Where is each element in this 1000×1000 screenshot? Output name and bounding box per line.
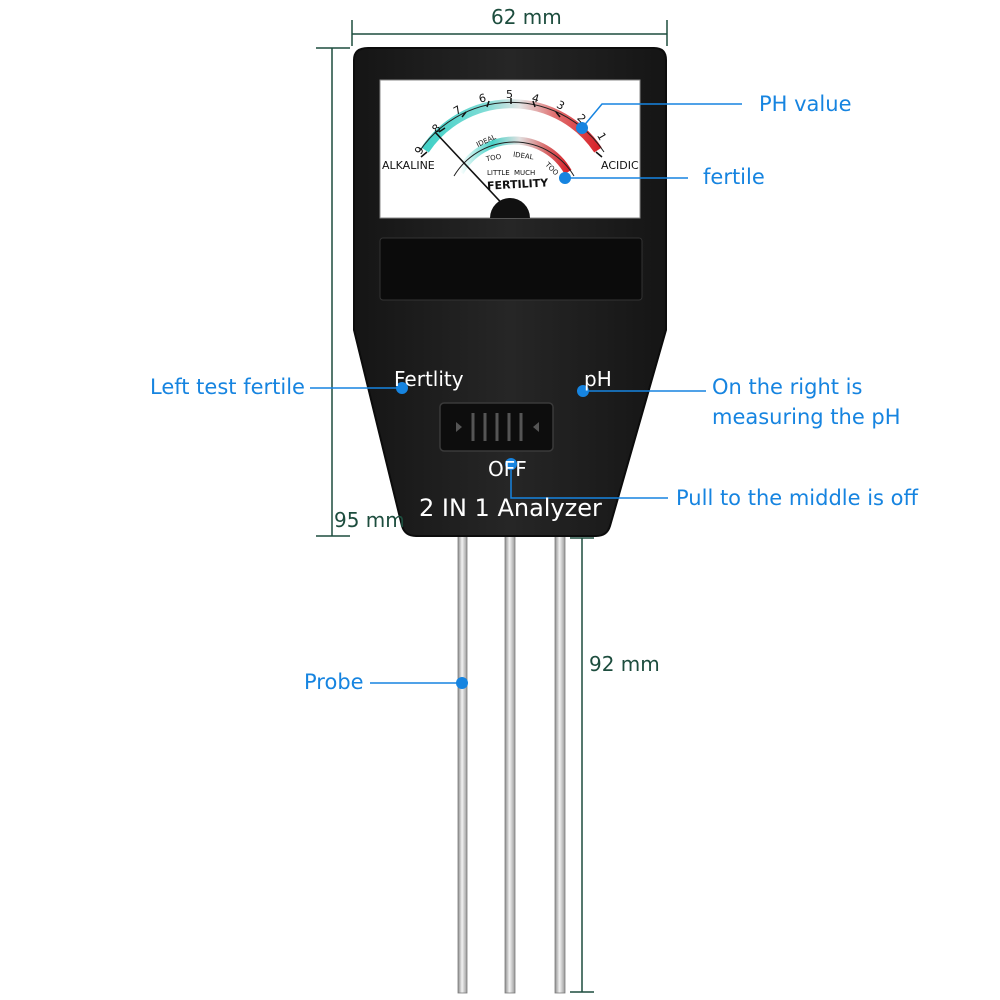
probe-right (554, 532, 566, 994)
callout-ph-value: PH value (759, 92, 852, 116)
probe-length-label: 92 mm (589, 652, 660, 676)
alkaline-label: ALKALINE (382, 159, 435, 172)
needle-pivot (490, 198, 530, 218)
ph-tick-5: 5 (506, 88, 513, 101)
fertility-arc-outline (453, 141, 575, 177)
callout-fertile: fertile (703, 165, 765, 189)
callout-probe: Probe (304, 670, 364, 694)
slider-right-arrow (533, 422, 539, 432)
probe-left (457, 532, 468, 994)
height-dimension (316, 47, 350, 537)
acidic-label: ACIDIC (601, 159, 639, 172)
width-dimension-label: 62 mm (491, 5, 562, 29)
ph-switch-label: pH (584, 367, 612, 391)
callout-right-line2: measuring the pH (712, 405, 901, 429)
probe-middle (504, 532, 516, 994)
little-label: LITTLE (487, 169, 510, 177)
model-label: 2 IN 1 Analyzer (419, 494, 602, 522)
slider-left-arrow (456, 422, 462, 432)
off-label: OFF (488, 457, 527, 481)
fertility-arc (456, 136, 572, 175)
callout-lines (310, 103, 742, 684)
callout-pull-middle: Pull to the middle is off (676, 486, 918, 510)
width-dimension (351, 20, 668, 46)
display-panel (379, 237, 643, 301)
callout-left-test: Left test fertile (150, 375, 305, 399)
callout-dots (396, 122, 589, 689)
probe-length-dimension (570, 537, 594, 993)
body-height-label: 95 mm (334, 508, 405, 532)
fertility-switch-label: Fertlity (394, 367, 464, 391)
callout-right-line1: On the right is (712, 375, 863, 399)
slider-grip-lines (471, 413, 523, 441)
meter-needle (434, 131, 511, 213)
much-label: MUCH (514, 169, 536, 177)
